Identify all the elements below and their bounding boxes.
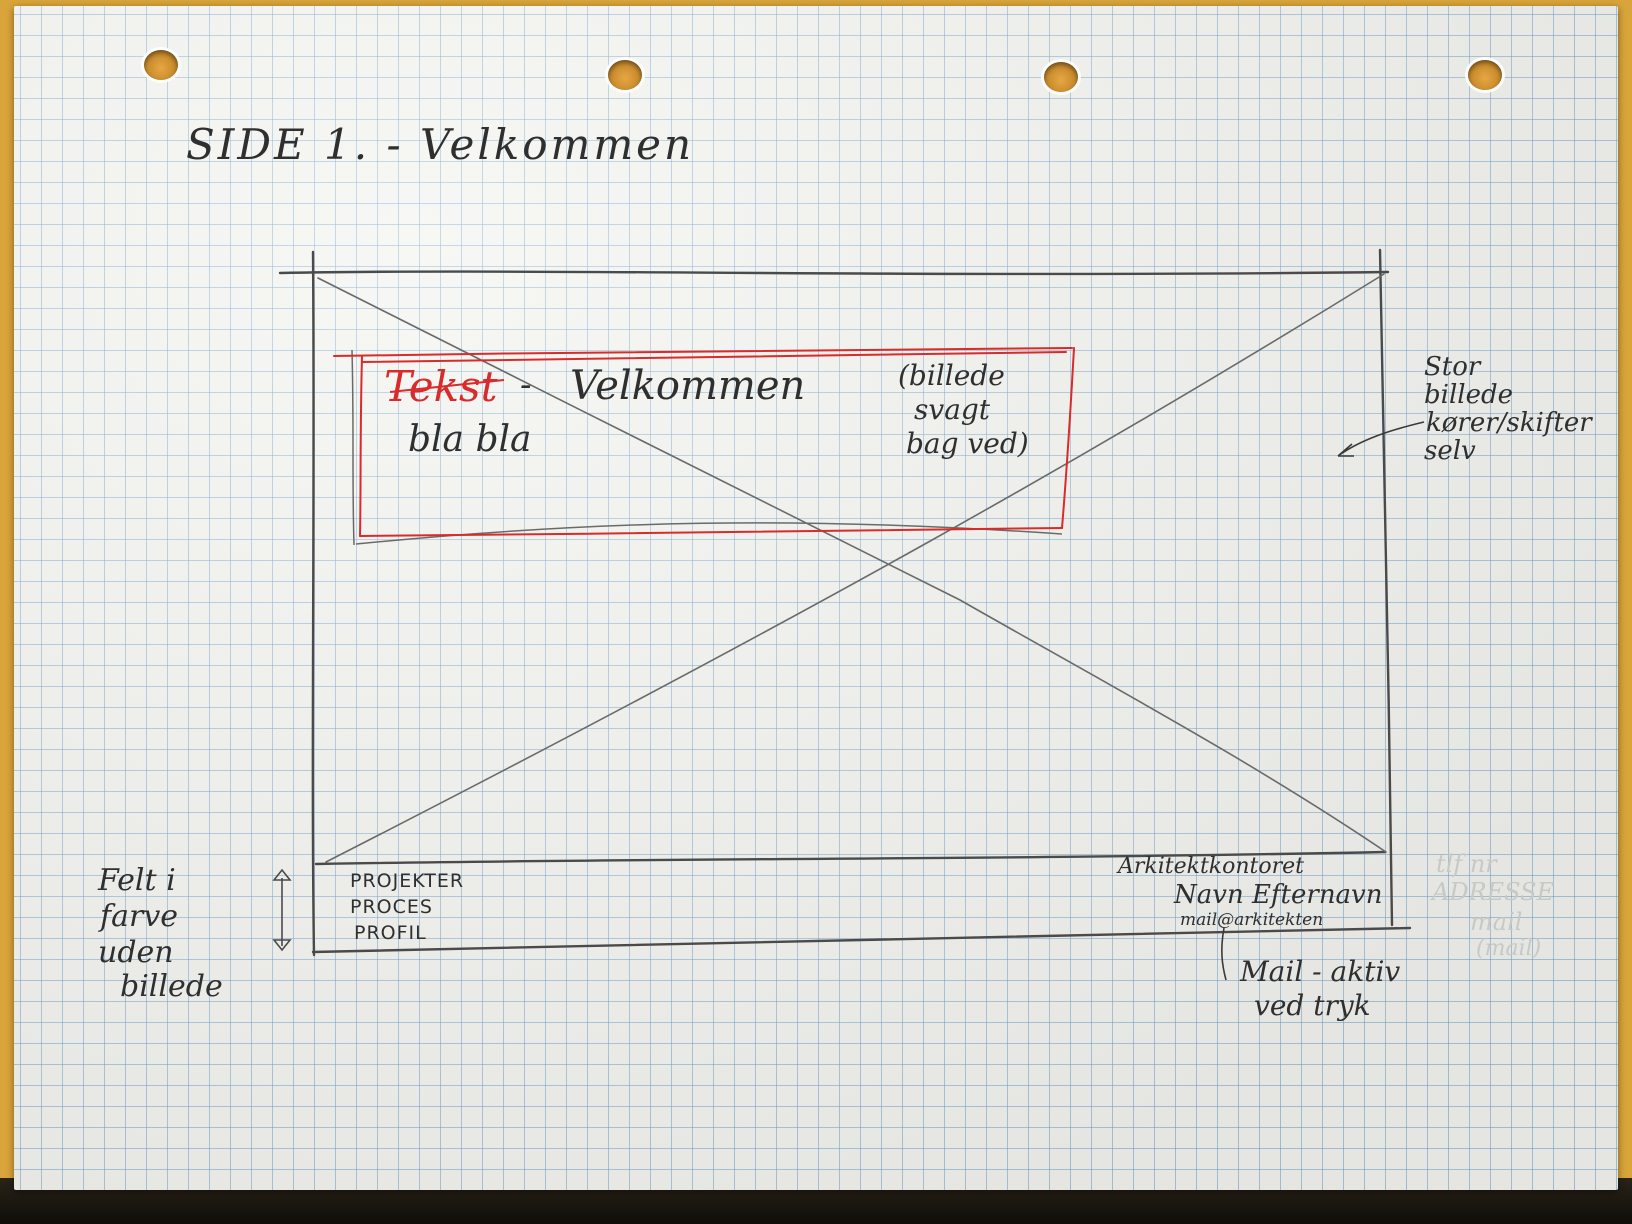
hero-note-line: (billede (898, 359, 1005, 392)
frame-left-line (311, 250, 316, 957)
nav-item-proces[interactable]: PROCES (350, 896, 433, 918)
punch-hole-3 (1044, 62, 1078, 92)
contact-mail-link[interactable]: mail@arkitekten (1180, 910, 1324, 930)
nav-item-projekter[interactable]: PROJEKTER (350, 870, 465, 892)
annotation-line: ADRESSE (1432, 878, 1555, 906)
frame-right-line (1378, 248, 1394, 927)
footer-divider-line (314, 850, 1387, 866)
annotation-line: uden (98, 935, 174, 970)
hero-text-box (333, 347, 1075, 537)
annotation-line: billede (120, 969, 223, 1004)
mail-pointer-line (1221, 927, 1227, 981)
graph-paper-sheet (14, 6, 1618, 1190)
hero-dash: - (520, 365, 532, 405)
page-title: SIDE 1. - Velkommen (186, 120, 695, 169)
hero-note-line: bag ved) (906, 427, 1029, 460)
height-arrow (272, 868, 292, 952)
annotation-line: tlf nr (1436, 850, 1497, 878)
annotation-line: Stor (1424, 352, 1481, 382)
annotation-line: billede (1424, 380, 1514, 410)
punch-hole-1 (144, 50, 178, 80)
contact-name: Navn Efternavn (1174, 880, 1383, 910)
strike-label-text: Tekst (384, 362, 498, 411)
annotation-line: farve (100, 899, 179, 934)
hero-welcome-text: Velkommen (570, 363, 806, 409)
annotation-line: selv (1424, 436, 1476, 466)
pointer-arrow (1337, 421, 1425, 457)
image-placeholder-diagonal-1 (317, 277, 1387, 853)
punch-hole-4 (1468, 60, 1502, 90)
annotation-line: Mail - aktiv (1240, 955, 1401, 988)
annotation-line: ved tryk (1254, 989, 1371, 1022)
hero-subtext: bla bla (408, 419, 532, 460)
nav-item-profil[interactable]: PROFIL (354, 922, 427, 944)
contact-office: Arkitektkontoret (1118, 854, 1305, 879)
frame-top-line (278, 270, 1390, 276)
annotation-line: mail (1470, 908, 1523, 936)
annotation-line: kører/skifter (1426, 408, 1592, 438)
hero-note-line: svagt (914, 393, 991, 426)
annotation-line: (mail) (1476, 936, 1542, 961)
annotation-line: Felt i (98, 863, 176, 898)
image-placeholder-diagonal-2 (325, 273, 1385, 863)
punch-hole-2 (608, 60, 642, 90)
frame-bottom-line (311, 926, 1412, 954)
strike-through-mark (389, 379, 505, 393)
